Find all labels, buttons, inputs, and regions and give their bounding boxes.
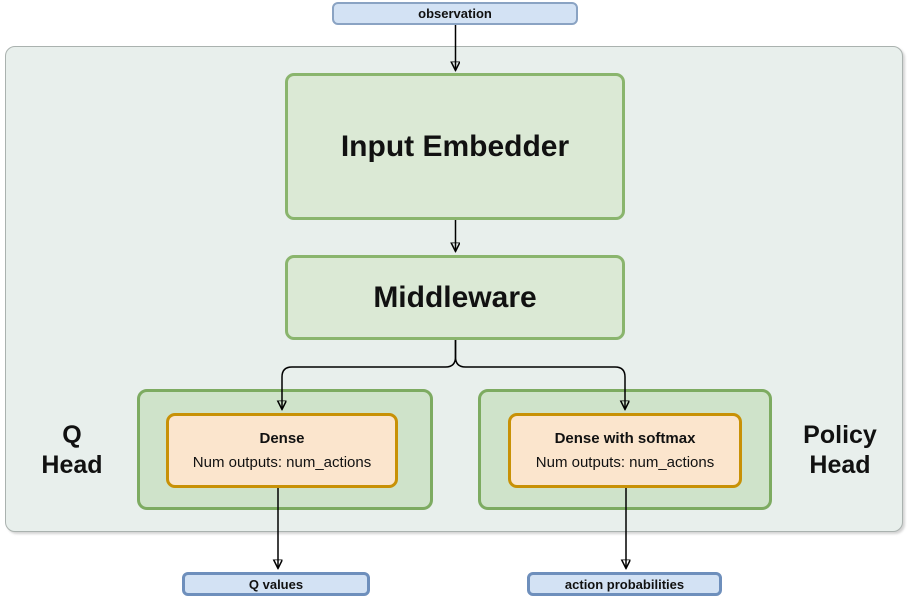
action-probabilities-node: action probabilities xyxy=(527,572,722,596)
q-head-side-label-line2: Head xyxy=(41,451,103,479)
q-values-node: Q values xyxy=(182,572,370,596)
policy-head-side-label: Policy Head xyxy=(785,420,895,480)
input-embedder-label: Input Embedder xyxy=(340,129,570,163)
policy-head-dense-detail: Num outputs: num_actions xyxy=(535,454,715,471)
q-head-side-label: Q Head xyxy=(17,420,127,480)
middleware-node: Middleware xyxy=(285,255,625,340)
q-head-dense-node: Dense Num outputs: num_actions xyxy=(166,413,398,488)
policy-head-dense-node: Dense with softmax Num outputs: num_acti… xyxy=(508,413,742,488)
observation-node: observation xyxy=(332,2,578,25)
q-head-dense-detail: Num outputs: num_actions xyxy=(192,454,372,471)
policy-head-side-label-line2: Head xyxy=(809,451,871,479)
policy-head-side-label-line1: Policy xyxy=(803,421,877,449)
action-probabilities-label: action probabilities xyxy=(564,576,685,592)
q-values-label: Q values xyxy=(248,576,304,592)
policy-head-dense-title: Dense with softmax xyxy=(554,430,696,447)
q-head-dense-title: Dense xyxy=(259,430,305,447)
observation-label: observation xyxy=(418,6,492,21)
q-head-side-label-line1: Q xyxy=(62,421,82,449)
middleware-label: Middleware xyxy=(373,280,537,314)
input-embedder-node: Input Embedder xyxy=(285,73,625,220)
